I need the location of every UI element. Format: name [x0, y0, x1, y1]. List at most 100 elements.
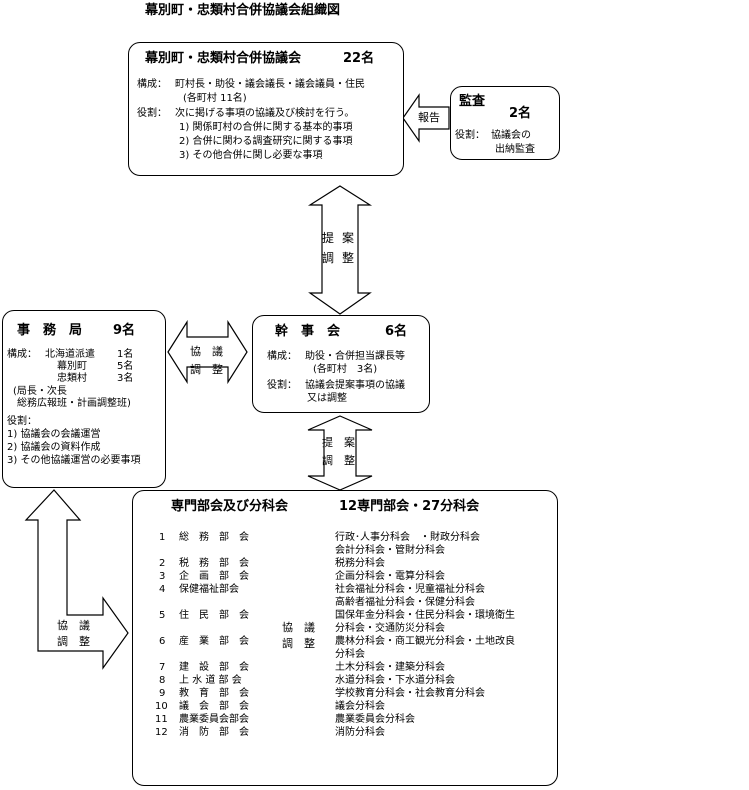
- coordinate-mid-char: 協: [282, 621, 293, 634]
- committees-summary: 12専門部会・27分科会: [339, 499, 480, 514]
- department-no: 3: [159, 571, 166, 582]
- audit-role-line1: 協議会の: [491, 130, 531, 141]
- coordinate-mid-col1: 協 調: [282, 620, 296, 652]
- department-name: 住 民 部 会: [179, 610, 249, 621]
- coordinate-mid-char: 調: [282, 637, 293, 650]
- coordinate-arrow-left: [167, 319, 248, 385]
- audit-box: 監査 2名 役割： 協議会の 出納監査: [450, 86, 560, 160]
- propose-upper-char: 提: [322, 231, 335, 245]
- department-name: 上 水 道 部 会: [179, 675, 242, 686]
- council-composition-label: 構成：: [137, 79, 167, 90]
- subcommittee-line: 水道分科会・下水道分科会: [335, 675, 455, 686]
- executive-role-line2: 又は調整: [307, 393, 347, 404]
- department-name: 総 務 部 会: [179, 532, 249, 543]
- propose-arrow-upper: [307, 185, 373, 315]
- subcommittee-line: 税務分科会: [335, 558, 385, 569]
- propose-upper-char: 案: [342, 231, 355, 245]
- executive-composition-note: (各町村 3名): [313, 364, 378, 375]
- department-name: 教 育 部 会: [179, 688, 249, 699]
- secretariat-member-count: 5名: [117, 361, 134, 372]
- department-no: 9: [159, 688, 166, 699]
- report-label: 報告: [418, 111, 440, 124]
- department-name: 農業委員会部会: [179, 714, 249, 725]
- propose-arrow-lower: [307, 415, 373, 491]
- subcommittee-line: 国保年金分科会・住民分科会・環境衛生: [335, 610, 515, 621]
- propose-upper-char: 整: [342, 251, 355, 265]
- council-role-item: 3) その他合併に関し必要な事項: [179, 150, 323, 161]
- executive-role-label: 役割：: [267, 380, 297, 391]
- department-no: 6: [159, 636, 166, 647]
- committees-box: 専門部会及び分科会 12専門部会・27分科会 1 総 務 部 会 2 税 務 部…: [132, 490, 558, 786]
- audit-role-line2: 出納監査: [495, 144, 535, 155]
- executive-composition: 助役・合併担当課長等: [305, 351, 405, 362]
- department-name: 議 会 部 会: [179, 701, 249, 712]
- subcommittee-line: 分科会・交通防災分科会: [335, 623, 445, 634]
- propose-lower-line1: 提 案: [322, 436, 355, 449]
- department-name: 消 防 部 会: [179, 727, 249, 738]
- subcommittee-line: 消防分科会: [335, 727, 385, 738]
- secretariat-member-count: 3名: [117, 373, 134, 384]
- council-role-item: 1) 関係町村の合併に関する基本的事項: [179, 122, 353, 133]
- audit-role-label: 役割：: [455, 130, 485, 141]
- council-role: 次に掲げる事項の協議及び検討を行う。: [175, 108, 355, 119]
- executive-composition-label: 構成：: [267, 351, 297, 362]
- subcommittee-line: 分科会: [335, 649, 365, 660]
- secretariat-member-name: 幕別町: [57, 361, 87, 372]
- department-no: 5: [159, 610, 166, 621]
- subcommittee-line: 農業委員会分科会: [335, 714, 415, 725]
- coordinate-mid-col2: 議 整: [304, 620, 318, 652]
- secretariat-box: 事 務 局 9名 構成： 北海道派遣 1名 幕別町 5名 忠類村 3名 (局長・…: [2, 310, 166, 488]
- coordinate-arrow-bottom: [24, 489, 129, 670]
- committees-title: 専門部会及び分科会: [171, 499, 289, 514]
- secretariat-member-name: 北海道派遣: [45, 349, 95, 360]
- subcommittee-line: 学校教育分科会・社会教育分科会: [335, 688, 485, 699]
- department-name: 建 設 部 会: [179, 662, 249, 673]
- subcommittee-line: 土木分科会・建築分科会: [335, 662, 445, 673]
- council-box: 幕別町・忠類村合併協議会 22名 構成： 町村長・助役・議会議長・議会議員・住民…: [128, 42, 404, 176]
- secretariat-composition-label: 構成：: [7, 349, 37, 360]
- council-composition: 町村長・助役・議会議長・議会議員・住民: [175, 79, 365, 90]
- subcommittee-line: 議会分科会: [335, 701, 385, 712]
- department-name: 保健福祉部会: [179, 584, 239, 595]
- department-name: 企 画 部 会: [179, 571, 249, 582]
- propose-upper-col1: 提 調: [322, 228, 336, 268]
- report-arrow: [402, 93, 450, 143]
- council-role-label: 役割：: [137, 108, 167, 119]
- coordinate-bottom-line1: 協 議: [57, 619, 90, 632]
- coordinate-left-line1: 協 議: [190, 345, 223, 358]
- subcommittee-line: 会計分科会・管財分科会: [335, 545, 445, 556]
- secretariat-role-item: 3) その他協議運営の必要事項: [7, 455, 141, 466]
- department-name: 産 業 部 会: [179, 636, 249, 647]
- subcommittee-line: 農林分科会・商工観光分科会・土地改良: [335, 636, 515, 647]
- council-composition-note: (各町村 11名): [183, 93, 247, 104]
- executive-count: 6名: [385, 324, 408, 339]
- department-no: 4: [159, 584, 166, 595]
- department-no: 12: [155, 727, 168, 738]
- coordinate-mid-char: 整: [304, 637, 315, 650]
- executive-box: 幹 事 会 6名 構成： 助役・合併担当課長等 (各町村 3名) 役割： 協議会…: [252, 315, 430, 413]
- page-title: 幕別町・忠類村合併協議会組織図: [145, 3, 341, 18]
- executive-role: 協議会提案事項の協議: [305, 380, 405, 391]
- secretariat-member-count: 1名: [117, 349, 134, 360]
- department-name: 税 務 部 会: [179, 558, 249, 569]
- secretariat-title: 事 務 局: [17, 323, 83, 338]
- subcommittee-line: 社会福祉分科会・児童福祉分科会: [335, 584, 485, 595]
- council-count: 22名: [343, 51, 375, 66]
- coordinate-left-line2: 調 整: [190, 363, 223, 376]
- subcommittee-line: 高齢者福祉分科会・保健分科会: [335, 597, 475, 608]
- coordinate-bottom-line2: 調 整: [57, 635, 90, 648]
- secretariat-note2: 総務広報班・計画調整班): [17, 398, 131, 409]
- secretariat-note1: (局長・次長: [13, 386, 67, 397]
- propose-upper-char: 調: [322, 251, 335, 265]
- department-no: 7: [159, 662, 166, 673]
- department-no: 11: [155, 714, 168, 725]
- department-no: 1: [159, 532, 166, 543]
- department-no: 8: [159, 675, 166, 686]
- executive-title: 幹 事 会: [275, 324, 341, 339]
- department-no: 2: [159, 558, 166, 569]
- secretariat-role-item: 1) 協議会の会議運営: [7, 429, 101, 440]
- secretariat-role-label: 役割：: [7, 416, 37, 427]
- council-role-item: 2) 合併に関わる調査研究に関する事項: [179, 136, 353, 147]
- department-no: 10: [155, 701, 168, 712]
- council-title: 幕別町・忠類村合併協議会: [145, 51, 302, 66]
